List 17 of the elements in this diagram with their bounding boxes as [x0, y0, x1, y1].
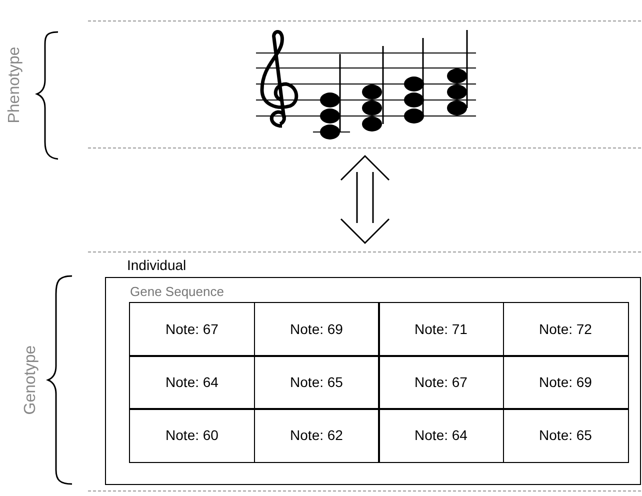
table-cell: Note: 65: [254, 355, 380, 410]
table-cell: Note: 72: [502, 302, 628, 356]
side-label: Genotype: [22, 345, 40, 415]
box-heading: Individual: [127, 257, 186, 273]
box-heading: Gene Sequence: [130, 284, 224, 299]
table-cell: Note: 71: [378, 302, 504, 356]
table-cell: Note: 67: [378, 355, 504, 410]
table-cell: Note: 64: [378, 408, 504, 462]
table-cell: Note: 65: [502, 408, 628, 462]
side-label: Phenotype: [6, 46, 24, 124]
table-cell: Note: 62: [254, 408, 380, 462]
table-cell: Note: 69: [502, 355, 628, 410]
table-cell: Note: 60: [129, 408, 255, 462]
double-arrow: [340, 154, 390, 244]
table-cell: Note: 67: [129, 302, 255, 356]
table-cell: Note: 64: [129, 355, 255, 410]
table-cell: Note: 69: [254, 302, 380, 356]
